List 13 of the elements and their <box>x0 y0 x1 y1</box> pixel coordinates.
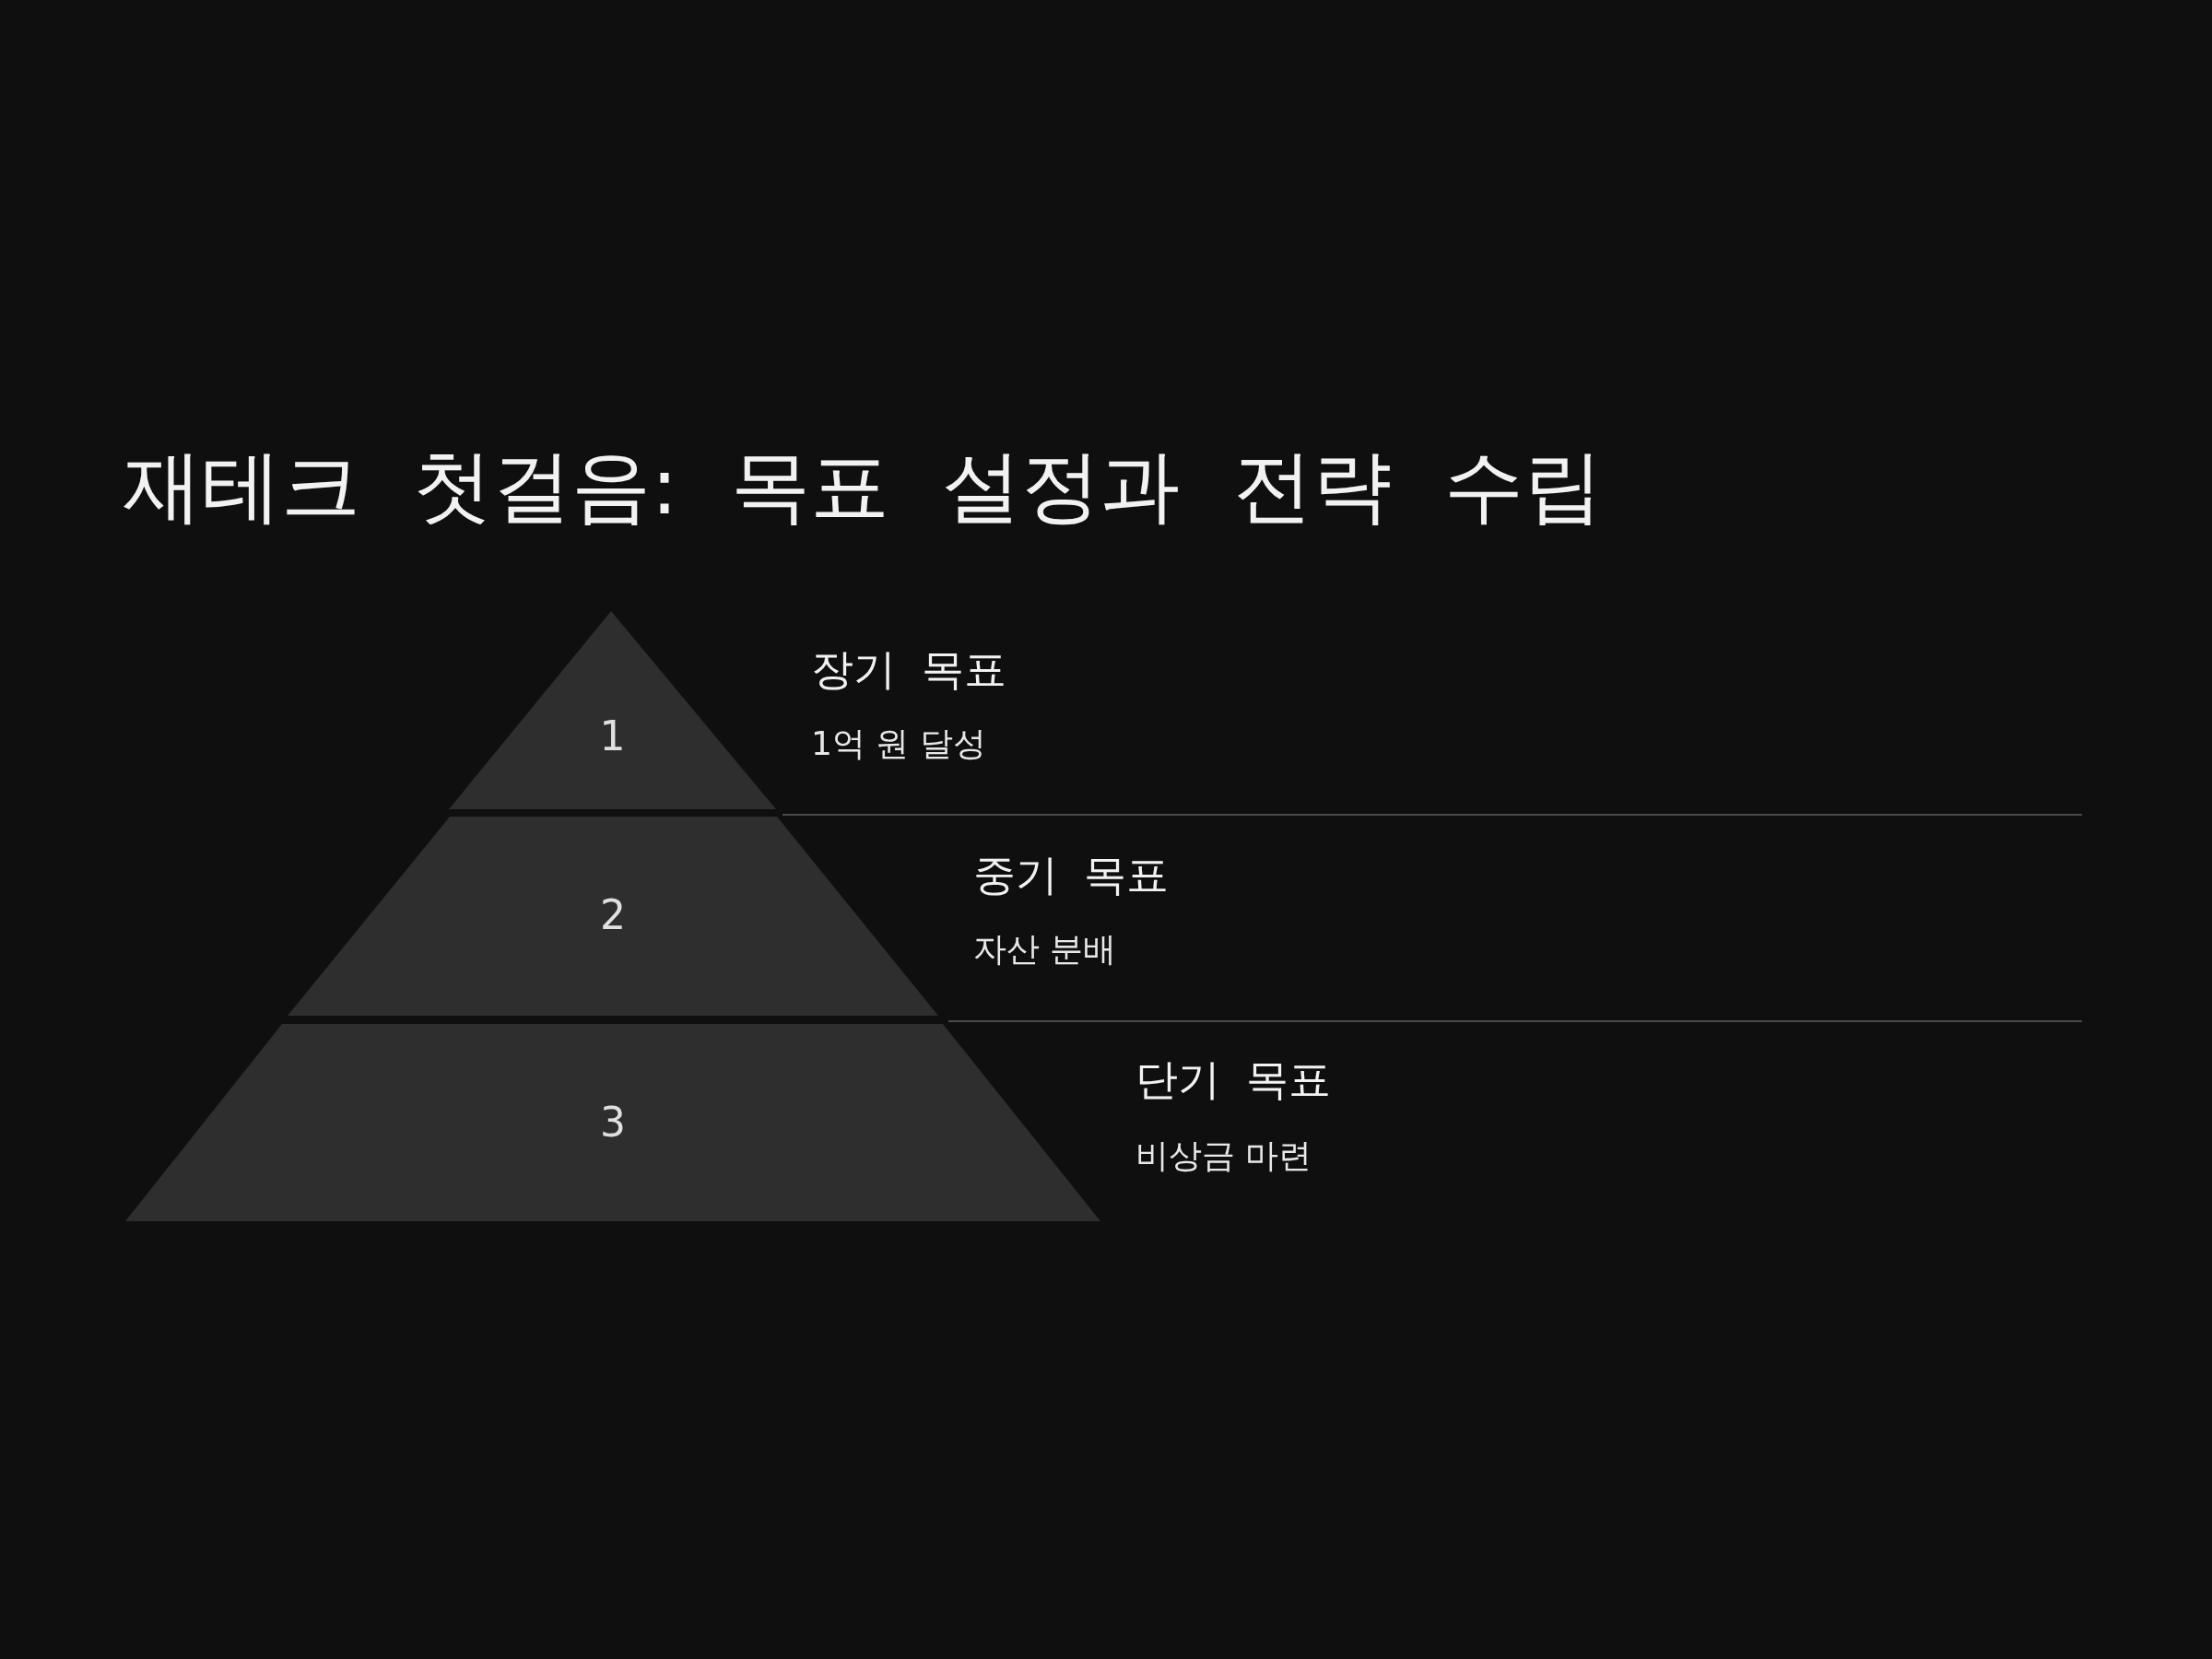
pyramid-tier <box>125 1024 1100 1221</box>
tier-heading: 장기 목표 <box>811 643 1007 696</box>
tier-number: 1 <box>599 712 626 759</box>
pyramid-tier <box>288 817 938 1016</box>
pyramid-tier <box>449 611 776 809</box>
title: 재테크 첫걸음: 목표 설정과 전략 수립 <box>123 439 1604 534</box>
tier-number: 2 <box>600 890 626 938</box>
tier-number: 3 <box>600 1098 626 1146</box>
tier-description: 1억 원 달성 <box>811 723 986 764</box>
tier-description: 비상금 마련 <box>1135 1135 1312 1176</box>
tier-heading: 단기 목표 <box>1135 1053 1332 1106</box>
tier-heading: 중기 목표 <box>973 849 1170 901</box>
tier-description: 자산 분배 <box>973 928 1117 970</box>
